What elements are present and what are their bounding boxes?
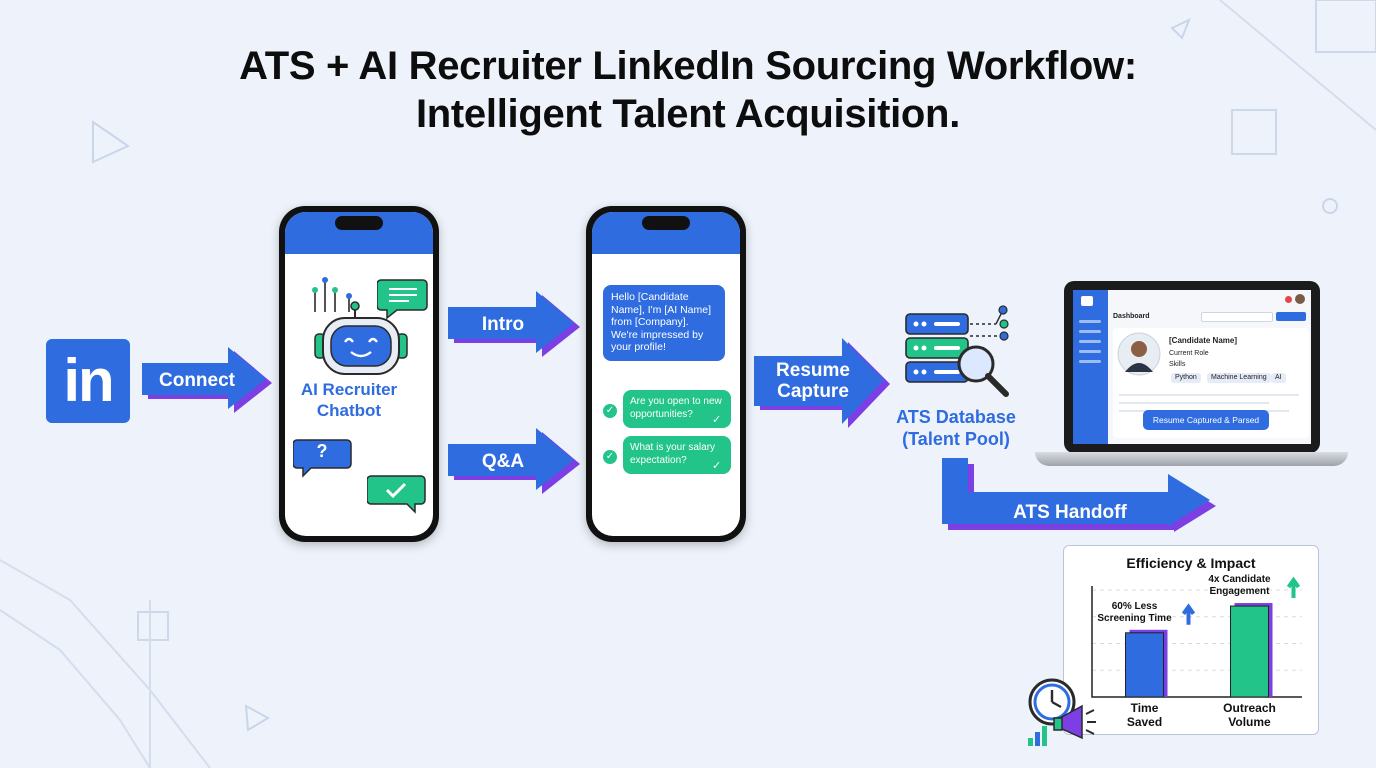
resume-capture-label: Resume Capture [758,360,868,402]
efficiency-bar-chart [1091,576,1302,698]
intro-arrow [448,291,580,357]
check-icon: ✓ [712,460,722,472]
chart-category-line: Outreach [1223,701,1276,715]
question-bubble-1: Are you open to new opportunities? [623,390,731,428]
ats-handoff-arrow [942,458,1216,532]
candidate-avatar [1117,332,1161,376]
add-button[interactable] [1276,312,1306,321]
title-line-1: ATS + AI Recruiter LinkedIn Sourcing Wor… [239,44,1137,88]
chart-category-line: Time [1130,701,1159,715]
check-icon: ✓ [603,404,617,418]
resume-capture-line-2: Capture [777,381,849,402]
chatbot-label-line-2: Chatbot [316,401,382,420]
question-bubble-icon [293,439,352,478]
check-bubble-icon [367,475,426,514]
triangle-decoration [92,120,131,164]
skill-chip: Machine Learning [1207,373,1271,383]
ats-database-line-2: (Talent Pool) [902,429,1010,449]
chatbot-phone-screen: AI Recruiter Chatbot ? [285,212,433,536]
ats-handoff-label: ATS Handoff [1013,502,1127,523]
connect-arrow [142,347,272,413]
clock-megaphone-icon [1028,678,1096,746]
chatbot-label: AI Recruiter Chatbot [289,379,409,421]
laptop: Dashboard [Candidate Name] Current Role … [1064,281,1320,453]
chart-annotation-line: Engagement [1209,586,1270,598]
check-icon: ✓ [712,414,722,426]
phone-notch [642,216,690,230]
database-search-icon [905,305,1009,397]
chart-bar [1125,632,1164,698]
dashboard-title: Dashboard [1113,313,1150,320]
candidate-name: [Candidate Name] [1169,336,1238,345]
chart-bar [1230,605,1269,698]
qa-arrow [448,428,580,494]
app-logo-icon [1081,296,1093,306]
linkedin-logo-icon: in [46,339,130,423]
up-arrow-icon [1286,576,1301,599]
connect-arrow-label: Connect [159,370,235,391]
conversation-phone: Hello [Candidate Name], I'm [AI Name] fr… [586,206,746,542]
question-1-text: Are you open to new opportunities? [630,396,722,420]
chart-annotation-line: 60% Less [1111,600,1158,612]
triangle-decoration [1170,18,1191,40]
ats-database-line-1: ATS Database [896,407,1016,427]
robot-icon [312,277,408,375]
question-bubble-2: What is your salary expectation? [623,436,731,474]
search-input[interactable] [1201,312,1273,322]
resume-captured-button[interactable]: Resume Captured & Parsed [1143,410,1269,430]
triangle-decoration [244,704,271,732]
square-decoration [1315,0,1376,53]
skill-chip: Python [1171,373,1201,383]
phone-notch [335,216,383,230]
ats-dashboard-screen: Dashboard [Candidate Name] Current Role … [1073,290,1311,444]
chart-category-line: Saved [1126,715,1163,729]
chart-title: Efficiency & Impact [1126,555,1256,571]
current-role: Current Role [1169,350,1209,357]
chart-annotation-line: Screening Time [1097,612,1172,624]
check-icon: ✓ [603,450,617,464]
title-line-2: Intelligent Talent Acquisition. [415,92,961,136]
question-mark: ? [316,441,328,461]
chatbot-phone: AI Recruiter Chatbot ? [279,206,439,542]
circle-decoration [1322,198,1338,214]
square-decoration [1231,109,1277,155]
chart-category-line: Volume [1228,715,1271,729]
resume-capture-line-1: Resume [776,360,850,381]
qa-arrow-label: Q&A [481,451,525,472]
resume-capture-arrow [754,338,890,428]
laptop-base [1035,452,1348,466]
page-title: ATS + AI Recruiter LinkedIn Sourcing Wor… [0,42,1376,138]
skill-chip: AI [1271,373,1286,383]
question-2-text: What is your salary expectation? [630,442,716,466]
chat-bubble-icon [377,279,428,320]
dashboard-sidebar [1073,290,1108,444]
up-arrow-icon [1181,603,1196,625]
ats-database-label: ATS Database (Talent Pool) [880,406,1032,450]
intro-arrow-label: Intro [481,314,525,335]
chatbot-label-line-1: AI Recruiter [300,380,398,399]
skills-label: Skills [1169,361,1186,368]
user-avatar[interactable] [1295,294,1305,304]
conversation-phone-screen: Hello [Candidate Name], I'm [AI Name] fr… [592,212,740,536]
notification-icon[interactable] [1285,296,1292,303]
chart-annotation-line: 4x Candidate [1208,574,1271,586]
intro-message-bubble: Hello [Candidate Name], I'm [AI Name] fr… [603,285,725,361]
